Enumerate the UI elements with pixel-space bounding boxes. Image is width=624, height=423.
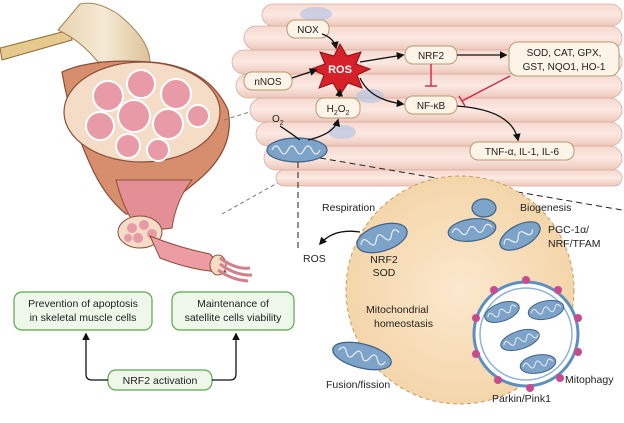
cytokines-label: TNF-α, IL-1, IL-6 xyxy=(485,147,560,158)
fiber-mitochondrion xyxy=(266,137,328,163)
parkin-label: Parkin/Pink1 xyxy=(492,393,551,405)
pgc-label-1: PGC-1α/ xyxy=(548,224,589,236)
h2o2-box xyxy=(315,97,361,119)
ros-label: ROS xyxy=(328,64,352,76)
o2-label: O2 xyxy=(272,114,284,127)
bone-shaft xyxy=(0,29,73,61)
nrf2-sod-label-1: NRF2 xyxy=(370,254,398,266)
parkin-pink1-dots xyxy=(472,276,582,392)
outcomes-panel: Prevention of apoptosis in skeletal musc… xyxy=(13,291,295,391)
fiber-arrows xyxy=(279,33,521,142)
nfkb-box xyxy=(404,95,458,115)
satellite-box xyxy=(171,291,295,331)
satellite-label-2: satellite cells viability xyxy=(185,312,283,324)
cytokines-box xyxy=(469,141,575,161)
fusion-mitochondrion xyxy=(332,341,392,371)
nrf2-label: NRF2 xyxy=(418,51,445,62)
h2o2-label: H2O2 xyxy=(327,104,350,117)
biogenesis-mitochondria xyxy=(447,198,541,251)
biogenesis-label: Biogenesis xyxy=(520,202,571,214)
nox-label: NOX xyxy=(297,25,319,36)
nfkb-label: NF-κB xyxy=(417,101,446,112)
fascicles xyxy=(85,69,210,162)
nrf2-sod-label-2: SOD xyxy=(373,267,396,279)
upper-tendon xyxy=(57,2,151,63)
respiration-label: Respiration xyxy=(322,202,375,214)
antioxidant-label-1: SOD, CAT, GPX, xyxy=(527,48,602,59)
pgc-label-2: NRF/TFAM xyxy=(548,238,601,250)
single-fiber xyxy=(149,235,228,273)
respiration-arrow xyxy=(318,230,361,246)
antioxidant-box xyxy=(508,41,620,77)
mitophagy-autophagosome xyxy=(472,276,582,392)
nox-box xyxy=(286,19,330,39)
nrf2-activation-label: NRF2 activation xyxy=(123,375,198,387)
fascicle-bundle-fibers xyxy=(124,220,157,243)
myofibrils xyxy=(217,256,253,283)
inhibition-lines xyxy=(425,64,511,107)
apoptosis-label-1: Prevention of apoptosis xyxy=(28,298,138,310)
mitochondria-panel: Respiration ROS NRF2 SOD Biogenesis PGC-… xyxy=(303,175,614,405)
nnos-label: nNOS xyxy=(254,77,282,88)
nnos-box xyxy=(243,71,293,91)
antioxidant-label-2: GST, NQO1, HO-1 xyxy=(523,62,606,73)
activation-arrows xyxy=(82,332,240,381)
homeostasis-label-1: Mitochondrial xyxy=(366,304,428,316)
apoptosis-label-2: in skeletal muscle cells xyxy=(30,312,137,324)
respiration-mitochondrion xyxy=(356,222,408,254)
mitophagy-label: Mitophagy xyxy=(565,374,614,386)
homeostasis-label-2: homeostasis xyxy=(374,318,433,330)
apoptosis-box xyxy=(13,291,153,331)
fusion-label: Fusion/fission xyxy=(326,379,390,391)
fiber-panel: NOX nNOS ROS H2O2 NRF2 NF-κB SOD, CAT, G… xyxy=(231,3,623,187)
ros-out-label: ROS xyxy=(303,253,326,265)
muscle-illustration xyxy=(0,2,253,283)
satellite-label-1: Maintenance of xyxy=(197,298,269,310)
